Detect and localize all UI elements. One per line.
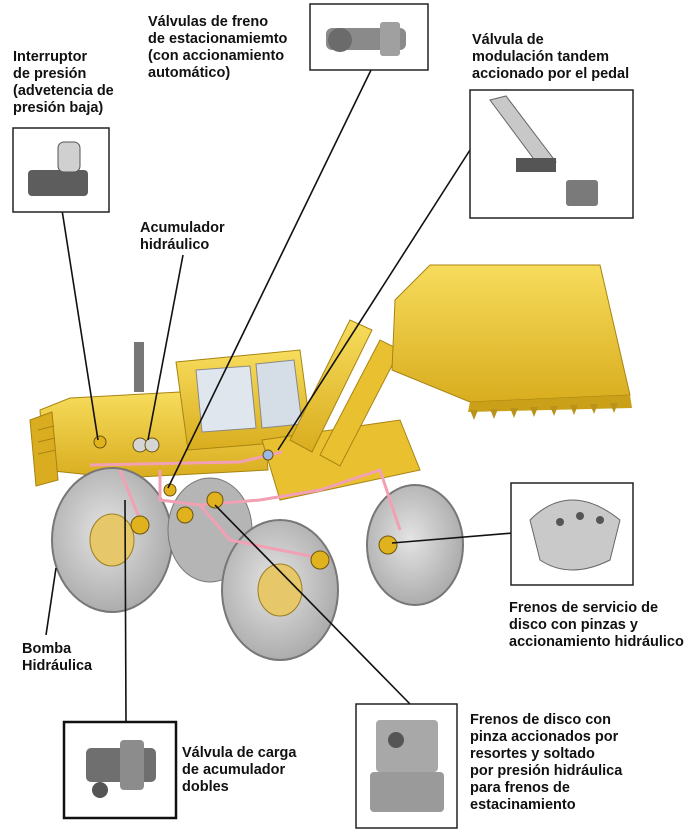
label-pump: Bomba Hidráulica	[22, 641, 93, 674]
label-spring-brakes: Frenos de disco con pinza accionados por…	[470, 712, 623, 813]
leader-service-brakes	[391, 532, 514, 544]
bucket	[391, 264, 631, 403]
front-right-tire	[366, 484, 464, 606]
lift-arm	[289, 319, 373, 453]
label-charge-valve: Válvula de carga de acumulador dobles	[182, 745, 297, 795]
rear-grille	[29, 411, 59, 487]
inset-parking-valves	[309, 3, 429, 71]
leader-lines	[45, 67, 514, 723]
leader-tandem-valve	[277, 149, 471, 451]
cab-window	[195, 365, 257, 433]
label-tandem-valve: Válvula de modulación tandem accionado p…	[472, 32, 630, 82]
inset-spring-brakes	[355, 703, 458, 829]
inset-charge-valve	[62, 720, 178, 820]
inset-pressure-switch	[12, 127, 110, 213]
wheel-loader	[29, 264, 632, 501]
exhaust-stack	[134, 342, 144, 392]
front-left-hub	[257, 563, 303, 617]
rear-left-hub	[89, 513, 135, 567]
label-accumulator: Acumulador hidráulico	[140, 220, 225, 253]
leader-accumulator	[147, 254, 184, 441]
leader-pump	[45, 567, 57, 636]
label-service-brakes: Frenos de servicio de disco con pinzas y…	[509, 600, 684, 650]
label-pressure-switch: Interruptor de presión (advetencia de pr…	[13, 49, 114, 116]
label-parking-valves: Válvulas de freno de estacionamiemto (co…	[148, 14, 288, 81]
leader-charge-valve	[124, 499, 127, 723]
tires	[51, 467, 464, 661]
leader-parking-valves	[167, 67, 373, 489]
leader-pressure-switch	[61, 209, 99, 441]
leader-spring-brakes	[214, 504, 411, 705]
machine-components	[93, 435, 398, 570]
inset-service-brakes	[510, 482, 634, 586]
inset-tandem-valve	[469, 89, 634, 219]
